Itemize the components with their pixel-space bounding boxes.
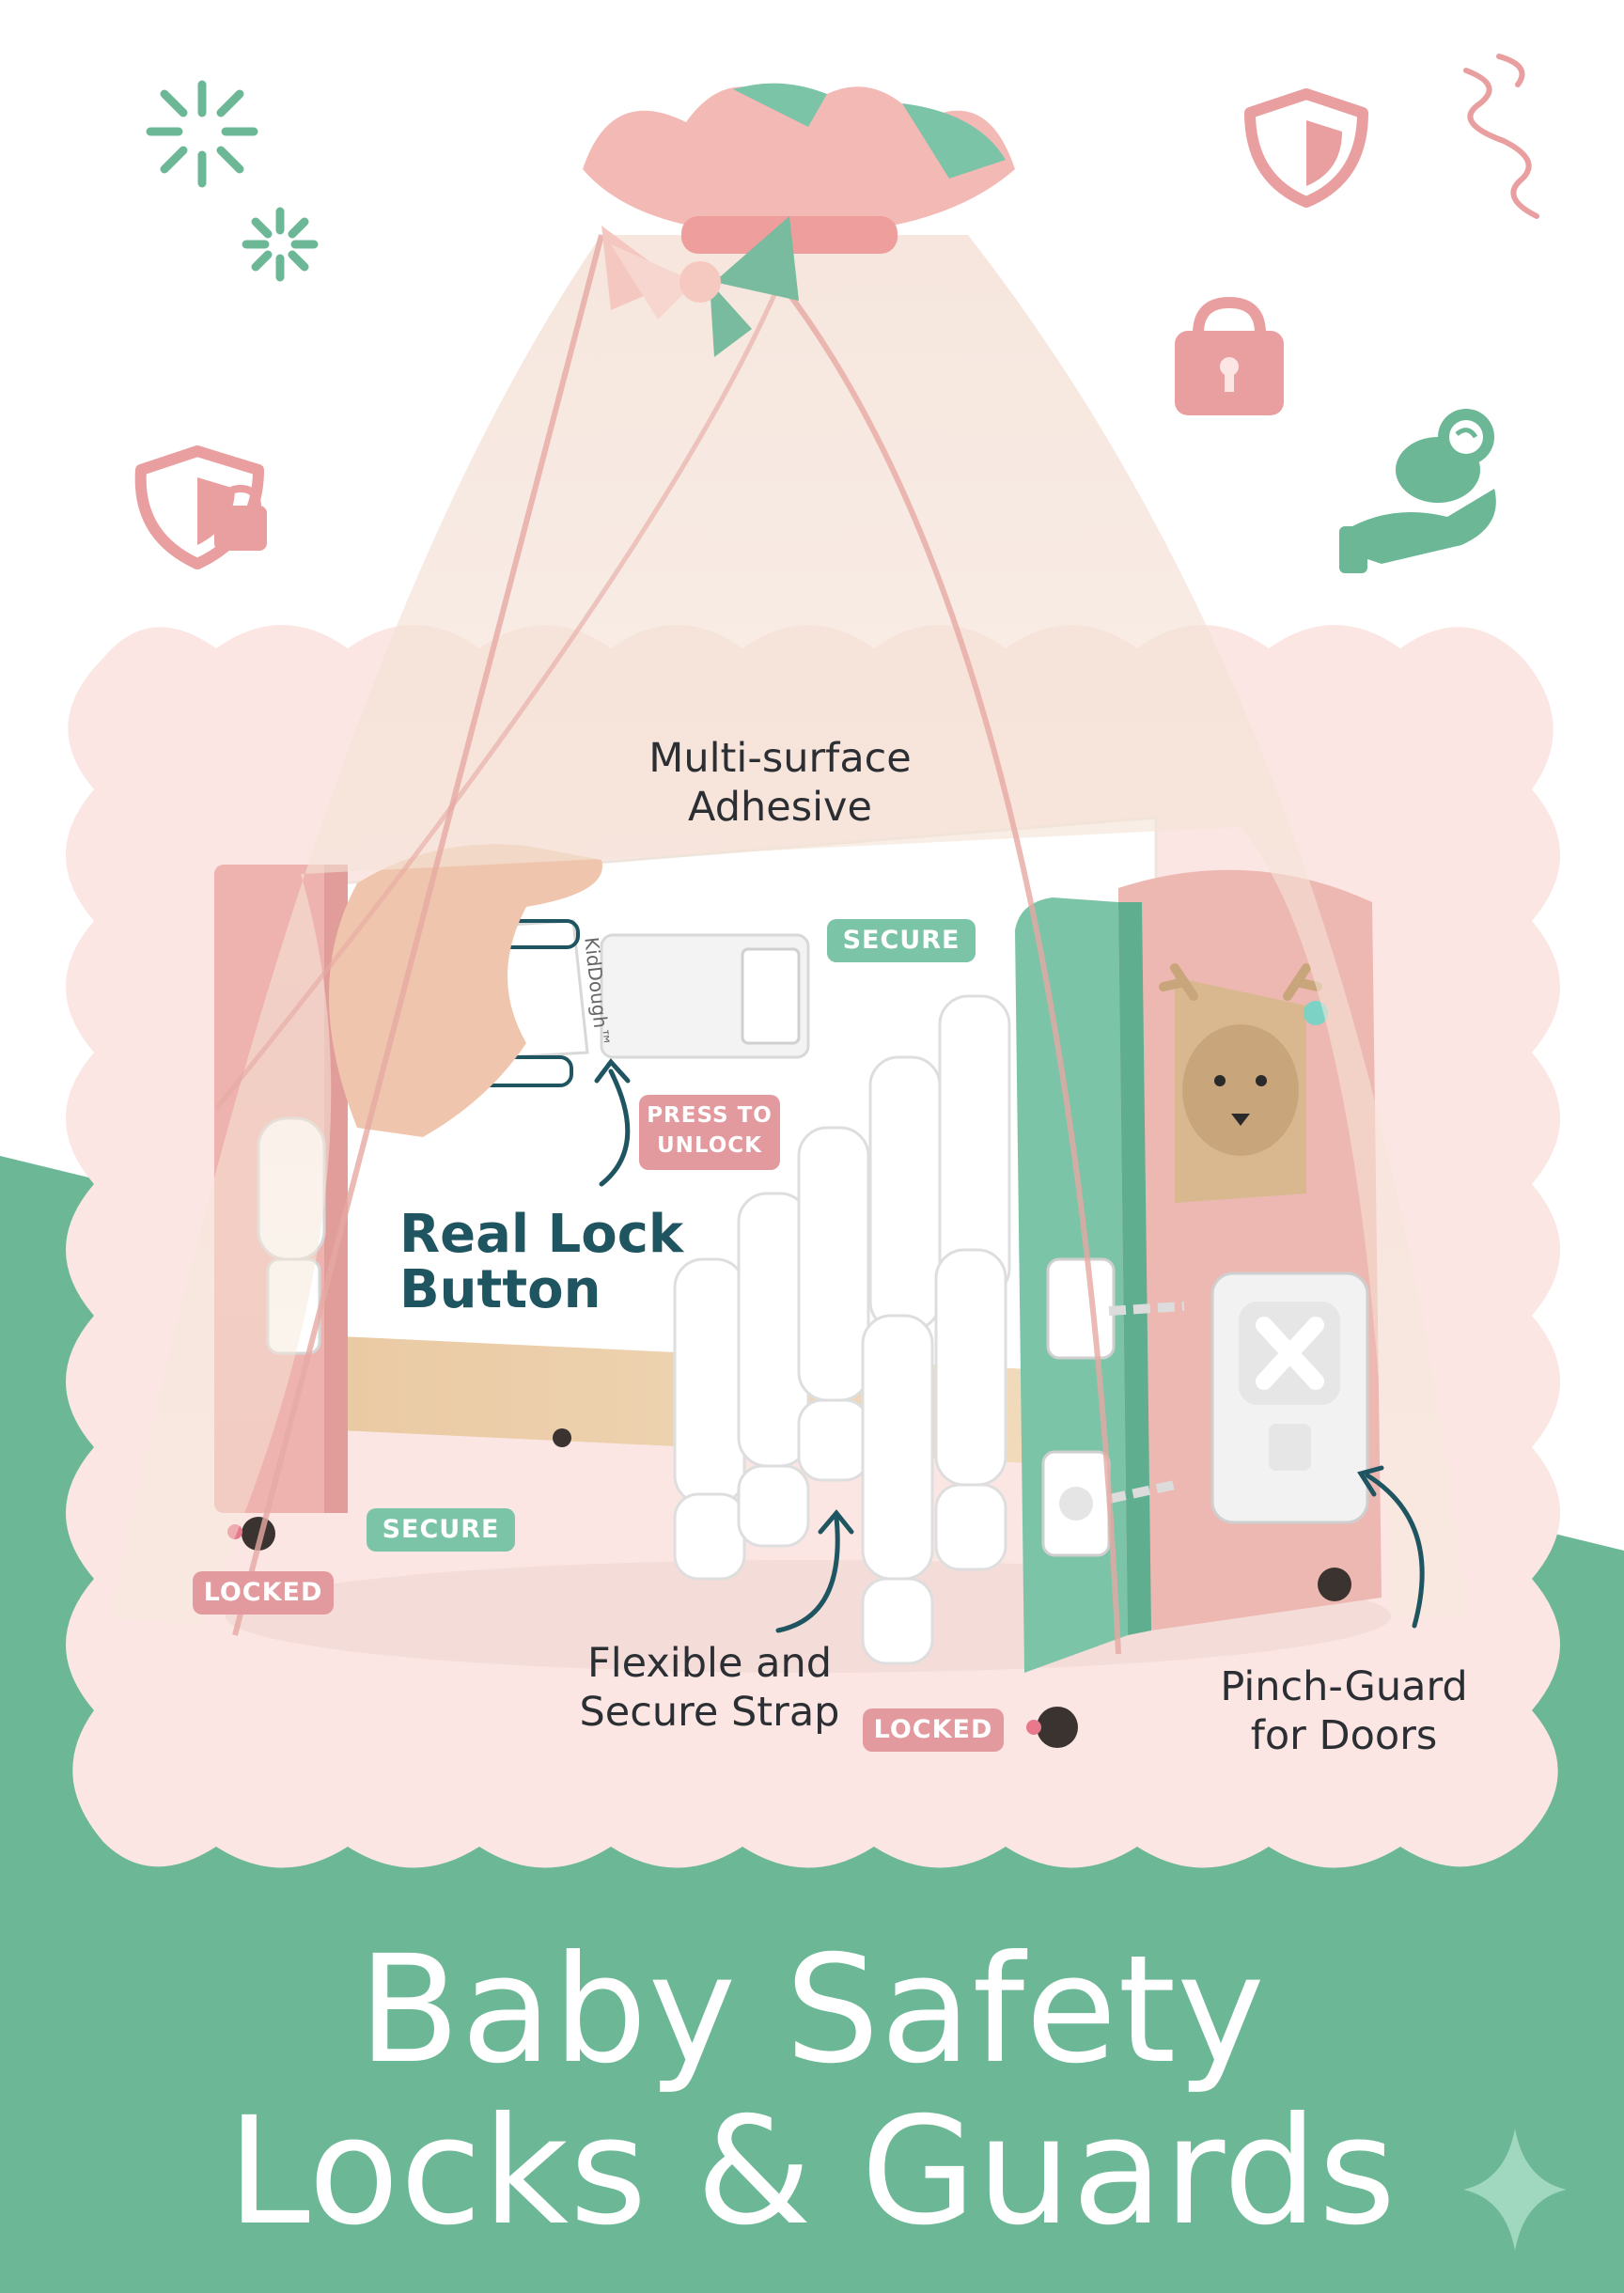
callout-pinch-guard-line1: Pinch-Guard — [1220, 1663, 1468, 1710]
callout-lock-button: Real Lock Button — [399, 1204, 738, 1320]
canopy — [111, 80, 1466, 1655]
callout-pinch-guard: Pinch-Guard for Doors — [1184, 1663, 1504, 1760]
poster-title-line2: Locks & Guards — [226, 2085, 1398, 2258]
badge-press-to-unlock-line1: PRESS TO — [647, 1103, 773, 1128]
badge-locked-left: LOCKED — [193, 1571, 334, 1614]
squiggle-icon — [1463, 54, 1539, 219]
deer-cutout — [1159, 963, 1322, 1203]
callout-pinch-guard-line2: for Doors — [1250, 1711, 1438, 1759]
callout-arrows — [594, 1058, 1425, 1633]
latch-lock-top — [329, 844, 810, 1137]
badge-press-to-unlock-line2: UNLOCK — [656, 1133, 762, 1158]
door-guards — [1041, 1257, 1369, 1557]
badge-locked-bottom: LOCKED — [863, 1708, 1004, 1752]
callout-strap-line2: Secure Strap — [579, 1688, 840, 1736]
badge-secure-top: SECURE — [827, 919, 976, 962]
callout-adhesive-line2: Adhesive — [688, 783, 872, 831]
callout-strap-line1: Flexible and — [586, 1640, 833, 1687]
strap-locks — [673, 994, 1011, 1665]
callout-adhesive: Multi-surface Adhesive — [583, 735, 977, 832]
shield-icon — [1244, 88, 1368, 208]
callout-lock-button-line2: Button — [399, 1258, 601, 1320]
shield-lock-icon — [134, 445, 267, 569]
badge-press-to-unlock: PRESS TO UNLOCK — [639, 1095, 780, 1170]
baby-hand-icon — [1339, 409, 1496, 573]
poster-title-line1: Baby Safety — [358, 1924, 1266, 2097]
callout-adhesive-line1: Multi-surface — [648, 735, 912, 782]
star-icon — [1463, 2129, 1567, 2251]
sparkle-icon — [146, 80, 319, 282]
callout-strap: Flexible and Secure Strap — [550, 1640, 869, 1737]
callout-lock-button-line1: Real Lock — [399, 1204, 684, 1265]
padlock-icon — [1175, 296, 1284, 415]
badge-secure-left: SECURE — [367, 1508, 515, 1552]
